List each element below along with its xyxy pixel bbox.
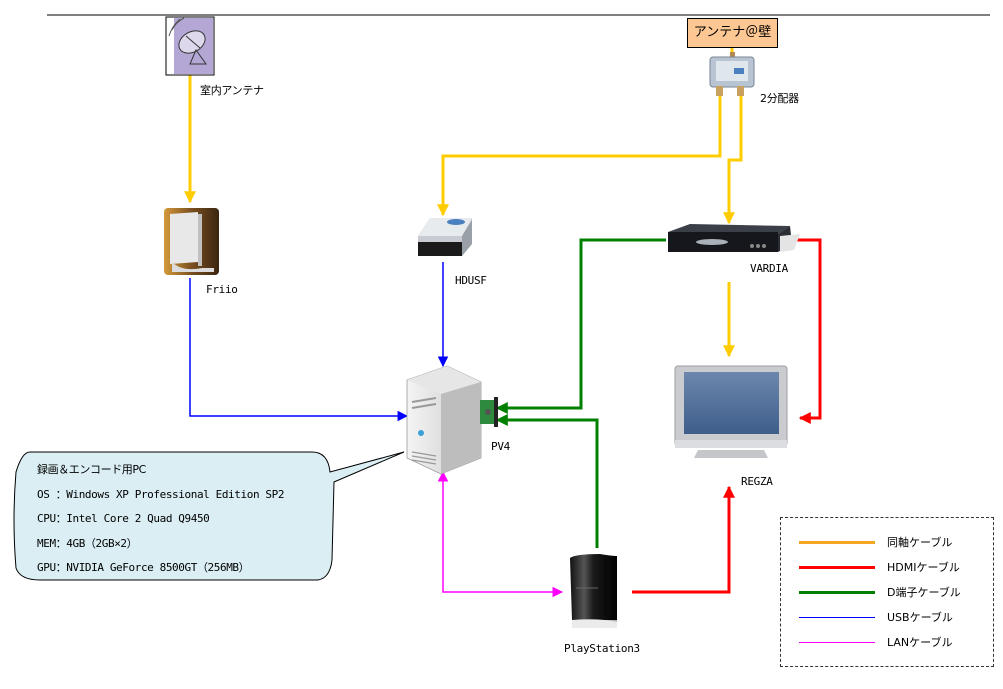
capture-card-icon — [480, 397, 498, 427]
legend-swatch-d-terminal — [799, 591, 875, 594]
ps3-label: PlayStation3 — [564, 642, 640, 655]
legend-swatch-lan — [799, 642, 875, 643]
cable-d-ps3-pv4 — [495, 414, 599, 548]
legend-swatch-coax — [799, 541, 875, 544]
cable-legend: 同軸ケーブル HDMIケーブル D端子ケーブル USBケーブル LANケーブル — [780, 517, 994, 667]
legend-label-lan: LANケーブル — [887, 636, 953, 649]
legend-item-d-terminal: D端子ケーブル — [799, 584, 989, 600]
pc-spec-mem: MEM：4GB（2GB×2） — [37, 536, 138, 550]
cable-lan-pc-ps3 — [437, 470, 564, 598]
vardia-label: VARDIA — [750, 262, 788, 275]
game-console-icon — [570, 554, 617, 628]
cable-hdmi-ps3-regza — [632, 485, 735, 594]
satellite-dish-icon — [165, 16, 215, 76]
legend-item-hdmi: HDMIケーブル — [799, 559, 989, 575]
cable-coax-splitter-hdusf — [437, 96, 722, 217]
regza-label: REGZA — [741, 475, 773, 488]
legend-swatch-usb — [799, 617, 875, 618]
cable-usb-friio-pc — [189, 278, 409, 422]
tuner-box-icon — [164, 208, 219, 275]
pv4-label: PV4 — [491, 440, 510, 453]
splitter-icon — [709, 52, 755, 96]
legend-swatch-hdmi — [799, 566, 875, 569]
splitter-label: 2分配器 — [760, 92, 799, 105]
wall-antenna-box: アンテナ＠壁 — [687, 18, 778, 48]
legend-label-usb: USBケーブル — [887, 611, 953, 624]
legend-item-coax: 同軸ケーブル — [799, 534, 989, 550]
pc-spec-bubble — [13, 451, 405, 581]
dvd-recorder-icon — [668, 224, 800, 252]
pc-spec-os: OS ：Windows XP Professional Edition SP2 — [37, 487, 285, 501]
indoor-antenna-label: 室内アンテナ — [200, 84, 264, 97]
legend-label-coax: 同軸ケーブル — [887, 536, 953, 549]
pc-spec-text: 録画＆エンコード用PC OS ：Windows XP Professional … — [37, 458, 284, 581]
legend-item-usb: USBケーブル — [799, 609, 989, 625]
cable-coax-splitter-vardia — [723, 96, 743, 225]
lcd-tv-icon — [674, 365, 788, 458]
pc-spec-gpu: GPU：NVIDIA GeForce 8500GT（256MB） — [37, 561, 250, 574]
legend-label-hdmi: HDMIケーブル — [887, 561, 960, 574]
legend-label-d-terminal: D端子ケーブル — [887, 586, 961, 599]
legend-item-lan: LANケーブル — [799, 634, 989, 650]
tower-pc-icon — [406, 365, 482, 475]
pc-spec-cpu: CPU：Intel Core 2 Quad Q9450 — [37, 512, 210, 525]
usb-tuner-icon — [418, 218, 472, 256]
hdusf-label: HDUSF — [455, 274, 487, 287]
pc-spec-title: 録画＆エンコード用PC — [37, 463, 146, 476]
friio-label: Friio — [206, 283, 238, 296]
cable-hdmi-vardia-regza — [794, 238, 822, 424]
cable-d-vardia-pv4 — [495, 238, 666, 414]
